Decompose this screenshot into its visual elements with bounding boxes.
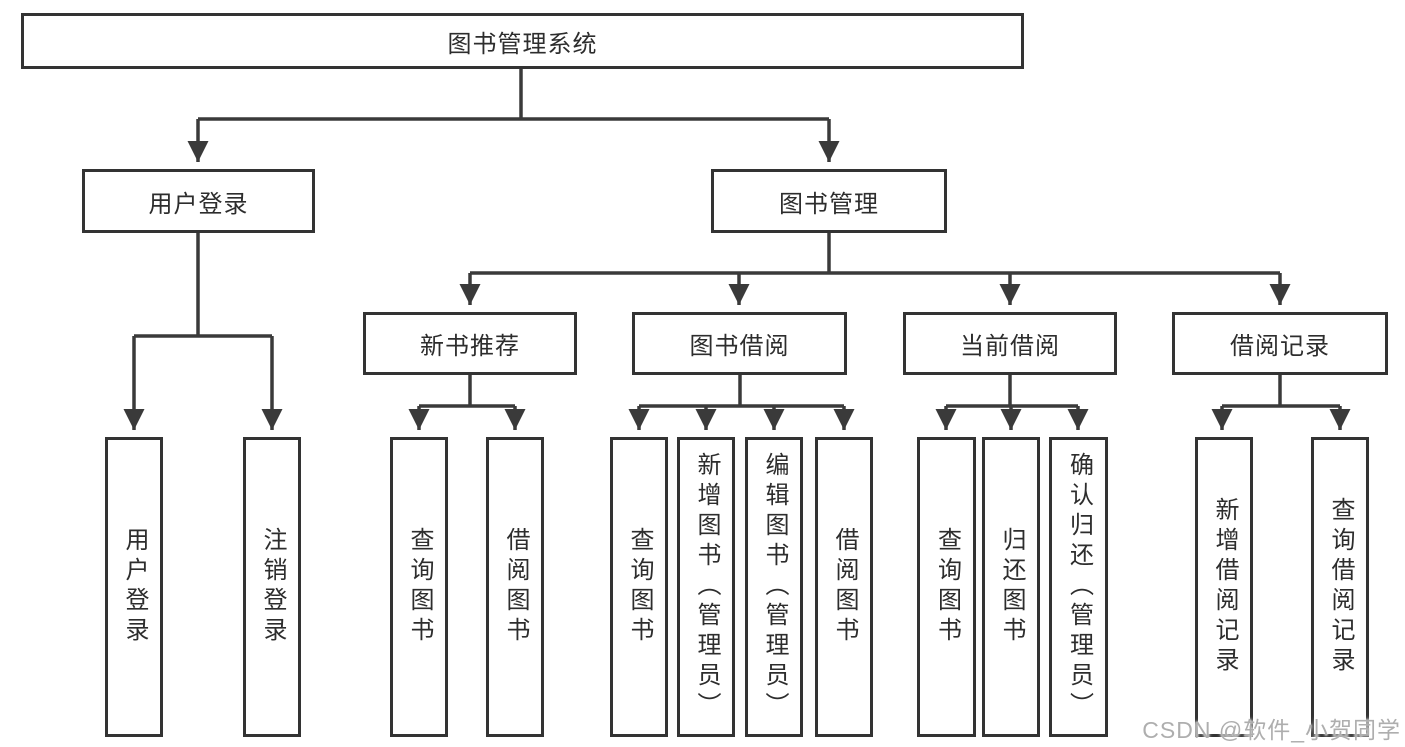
leaf-records-add-record: 新增借阅记录 [1195,437,1253,737]
leaf-label: 查询图书 [933,527,961,647]
node-new-book-recommend: 新书推荐 [363,312,577,375]
leaf-borrowing-borrow-books: 借阅图书 [815,437,873,737]
leaf-label: 查询借阅记录 [1327,497,1354,677]
leaf-records-query-record: 查询借阅记录 [1311,437,1369,737]
leaf-label: 确认归还（管理员） [1065,452,1093,722]
leaf-current-return-books: 归还图书 [982,437,1040,737]
leaf-label: 注销登录 [259,527,286,647]
leaf-user-login: 用户登录 [105,437,163,737]
leaf-label: 新增借阅记录 [1211,497,1238,677]
leaf-borrowing-edit-books-admin: 编辑图书（管理员） [745,437,803,737]
leaf-label: 用户登录 [121,527,148,647]
leaf-label: 查询图书 [626,527,653,647]
leaf-logout: 注销登录 [243,437,301,737]
node-label: 当前借阅 [960,333,1060,360]
leaf-borrowing-query-books: 查询图书 [610,437,668,737]
node-label: 新书推荐 [420,333,520,360]
node-borrowing-records: 借阅记录 [1172,312,1388,375]
leaf-recommend-query-books: 查询图书 [390,437,448,737]
node-label: 图书管理 [779,190,879,218]
node-library-system: 图书管理系统 [21,13,1024,69]
node-book-management: 图书管理 [711,169,947,233]
leaf-borrowing-add-books-admin: 新增图书（管理员） [677,437,735,737]
leaf-label: 查询图书 [406,527,433,647]
node-label: 借阅记录 [1230,333,1330,360]
node-label: 用户登录 [148,190,249,218]
leaf-current-confirm-return-admin: 确认归还（管理员） [1049,437,1108,737]
node-label: 图书管理系统 [447,30,598,58]
leaf-label: 归还图书 [998,527,1025,647]
node-user-login: 用户登录 [82,169,315,233]
leaf-label: 借阅图书 [831,527,858,647]
leaf-label: 新增图书（管理员） [693,452,720,722]
leaf-label: 编辑图书（管理员） [761,452,788,722]
node-current-borrowing: 当前借阅 [903,312,1117,375]
leaf-recommend-borrow-books: 借阅图书 [486,437,544,737]
leaf-label: 借阅图书 [502,527,529,647]
node-label: 图书借阅 [689,333,790,360]
leaf-current-query-books: 查询图书 [917,437,976,737]
node-book-borrowing: 图书借阅 [632,312,847,375]
watermark-csdn: CSDN @软件_小贺同学 [1142,717,1401,743]
